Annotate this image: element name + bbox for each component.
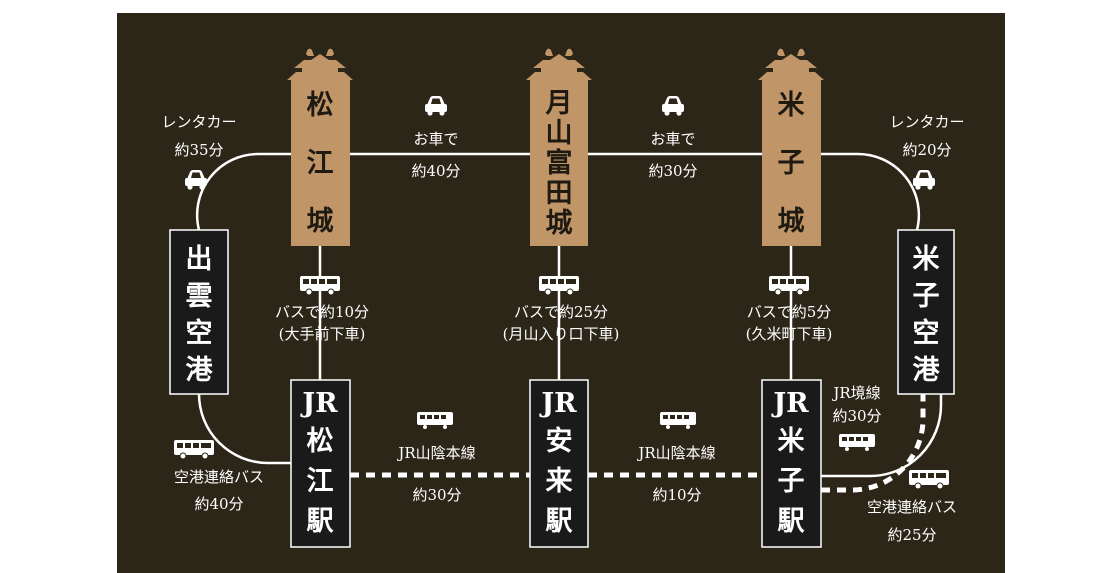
route-time-label: バスで約5分 — [747, 303, 832, 321]
castle-char: 子 — [778, 148, 805, 179]
castle-roof-icon — [287, 48, 353, 80]
station-char: 松 — [307, 426, 334, 457]
route-mode-label: レンタカー — [161, 113, 236, 131]
station-char: 駅 — [546, 506, 573, 537]
rental-yonago-line — [821, 152, 921, 231]
route-time-label: 約30分 — [832, 407, 881, 425]
airport-char: 雲 — [186, 281, 213, 312]
station-char: JR — [771, 388, 809, 419]
car-icon — [425, 96, 447, 116]
airport-bus-yonago-line — [821, 394, 943, 478]
airport-char: 空 — [913, 317, 940, 349]
station-char: JR — [300, 388, 338, 419]
station-char: 米 — [778, 426, 805, 457]
route-mode-label: レンタカー — [889, 113, 964, 131]
castle-char: 江 — [307, 148, 334, 179]
castle-gassantoda[interactable]: 月 山 富 田 城 — [526, 48, 592, 246]
airport-bus-izumo-line — [197, 393, 291, 465]
route-line-label: JR境線 — [831, 384, 880, 402]
bus-icon — [768, 275, 810, 296]
station-char: 駅 — [307, 506, 334, 537]
castle-char: 城 — [778, 206, 805, 237]
station-char: 子 — [778, 466, 805, 497]
route-time-label: 約40分 — [411, 162, 460, 180]
castle-char: 山 — [546, 118, 573, 149]
train-icon — [839, 434, 875, 451]
route-mode-label: お車で — [413, 130, 458, 148]
route-time-label: 約20分 — [902, 141, 951, 159]
car-icon — [913, 170, 935, 190]
route-line-label: JR山陰本線 — [396, 444, 475, 462]
train-icon — [660, 412, 696, 429]
station-matsue[interactable]: JR 松 江 駅 — [290, 379, 351, 548]
car-icon — [662, 96, 684, 116]
castle-yonago[interactable]: 米 子 城 — [758, 48, 824, 246]
route-mode-label: 空港連絡バス — [867, 498, 957, 516]
castle-char: 城 — [546, 208, 573, 239]
station-char: 来 — [546, 466, 573, 497]
airport-char: 港 — [913, 355, 941, 386]
castle-matsue[interactable]: 松 江 城 — [287, 48, 353, 246]
route-time-label: 約40分 — [194, 495, 243, 513]
route-mode-label: お車で — [650, 130, 695, 148]
route-stop-label: (久米町下車) — [746, 325, 833, 343]
rail-sakai-line — [821, 394, 926, 493]
bus-icon — [173, 439, 215, 460]
route-stop-label: (月山入り口下車) — [503, 325, 620, 343]
station-yasugi[interactable]: JR 安 来 駅 — [529, 379, 589, 548]
castle-char: 米 — [778, 90, 805, 121]
castle-char: 城 — [307, 206, 334, 237]
castle-char: 富 — [546, 147, 573, 179]
bus-icon — [908, 469, 950, 490]
station-char: JR — [539, 388, 577, 419]
rental-izumo-line — [195, 152, 291, 231]
route-time-label: 約25分 — [887, 526, 936, 544]
station-char: 駅 — [778, 506, 805, 537]
airport-char: 出 — [186, 244, 213, 275]
route-line-label: JR山陰本線 — [636, 444, 715, 462]
airport-char: 子 — [913, 281, 940, 312]
route-time-label: バスで約10分 — [275, 303, 369, 321]
car-icon — [185, 170, 207, 190]
route-lines — [195, 152, 943, 478]
route-stop-label: (大手前下車) — [279, 325, 366, 343]
rail-lines — [350, 394, 926, 493]
station-yonago[interactable]: JR 米 子 駅 — [761, 379, 822, 548]
route-time-label: 約10分 — [652, 486, 701, 504]
station-char: 安 — [546, 426, 573, 457]
castle-char: 月 — [545, 88, 573, 119]
train-icon — [417, 412, 453, 429]
castle-char: 田 — [546, 178, 573, 209]
airport-char: 空 — [186, 317, 213, 349]
route-mode-label: 空港連絡バス — [174, 468, 264, 486]
castle-roof-icon — [758, 48, 824, 80]
castle-roof-icon — [526, 48, 592, 80]
route-time-label: 約30分 — [648, 162, 697, 180]
airport-char: 米 — [913, 244, 940, 275]
station-char: 江 — [307, 466, 334, 497]
airport-char: 港 — [186, 355, 214, 386]
route-time-label: 約35分 — [174, 141, 223, 159]
route-time-label: バスで約25分 — [514, 303, 608, 321]
airport-yonago[interactable]: 米 子 空 港 — [897, 229, 955, 395]
castle-char: 松 — [307, 90, 334, 121]
route-time-label: 約30分 — [412, 486, 461, 504]
airport-izumo[interactable]: 出 雲 空 港 — [169, 229, 229, 395]
